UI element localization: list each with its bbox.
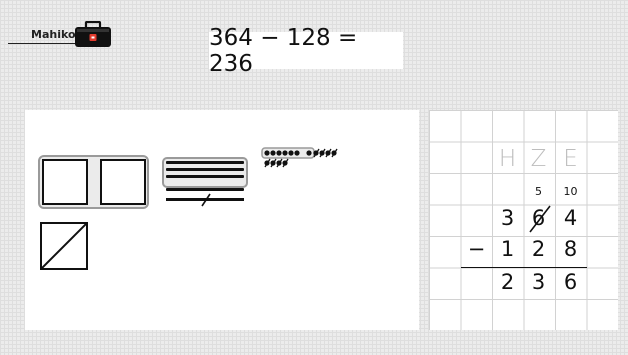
equation-text: 364 − 128 = 236 <box>209 25 403 77</box>
subtrahend-ones: 8 <box>555 237 586 261</box>
regroup-tens: 5 <box>523 185 554 198</box>
ten-rod[interactable] <box>166 175 244 178</box>
result-line <box>461 267 587 268</box>
place-value-chart[interactable]: H Z E 5 10 3 6 4 − 1 2 8 2 3 6 <box>429 110 618 330</box>
result-ones: 6 <box>555 270 586 294</box>
hundred-block[interactable] <box>42 159 88 205</box>
ten-rod-crossed-out[interactable] <box>164 193 248 207</box>
subtrahend-hundreds: 1 <box>492 237 523 261</box>
toolbox-icon[interactable] <box>74 21 112 48</box>
equation-card: 364 − 128 = 236 <box>209 32 403 69</box>
ten-rod[interactable] <box>166 168 244 171</box>
ten-rod[interactable] <box>166 161 244 164</box>
hundred-block[interactable] <box>100 159 146 205</box>
username-label: Mahiko <box>31 28 76 41</box>
ones-units[interactable] <box>261 147 349 169</box>
header-ones: E <box>555 146 586 172</box>
minus-operator: − <box>461 237 492 261</box>
hundred-block-crossed-out[interactable] <box>40 222 88 270</box>
regroup-ones: 10 <box>555 185 586 198</box>
header-tens: Z <box>523 146 554 172</box>
header-hundreds: H <box>492 146 523 172</box>
minuend-hundreds: 3 <box>492 206 523 230</box>
subtrahend-tens: 2 <box>523 237 554 261</box>
result-tens: 3 <box>523 270 554 294</box>
manipulative-workspace[interactable] <box>25 110 419 330</box>
result-hundreds: 2 <box>492 270 523 294</box>
strikethrough-mark <box>528 205 552 233</box>
ten-rod[interactable] <box>166 188 244 191</box>
minuend-ones: 4 <box>555 206 586 230</box>
